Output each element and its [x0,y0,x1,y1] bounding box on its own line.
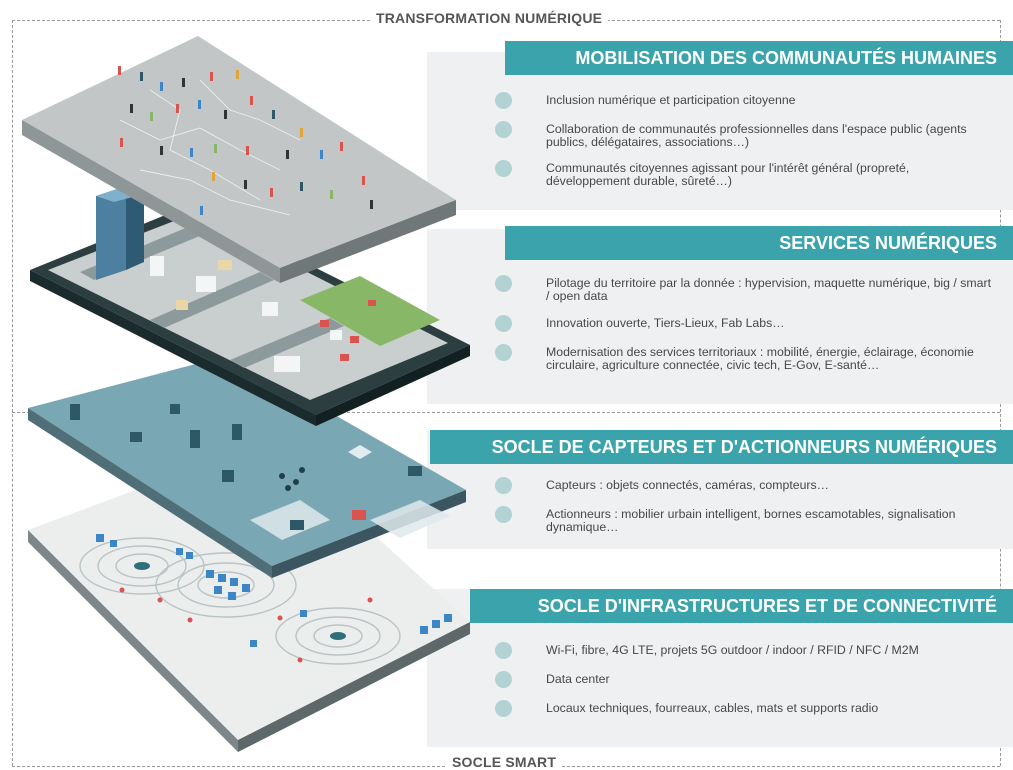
list-item: Capteurs : objets connectés, caméras, co… [495,477,993,494]
section-title-communities: MOBILISATION DES COMMUNAUTÉS HUMAINES [505,41,1013,75]
bullet-dot [495,506,512,523]
section-title-sensors: SOCLE DE CAPTEURS ET D'ACTIONNEURS NUMÉR… [430,430,1013,464]
bullet-dot [495,92,512,109]
bullet-dot [495,700,512,717]
bullet-dot [495,477,512,494]
bullets-infrastructure: Wi-Fi, fibre, 4G LTE, projets 5G outdoor… [495,642,993,725]
top-frame-label: TRANSFORMATION NUMÉRIQUE [370,10,609,26]
sensors-layer [28,355,466,578]
bullet-dot [495,671,512,688]
bullet-dot [495,121,512,138]
section-title-services: SERVICES NUMÉRIQUES [505,226,1013,260]
bullet-dot [495,275,512,292]
list-item: Inclusion numérique et participation cit… [495,92,993,109]
list-item: Wi-Fi, fibre, 4G LTE, projets 5G outdoor… [495,642,993,659]
list-item: Locaux techniques, fourreaux, cables, ma… [495,700,993,717]
list-item: Communautés citoyennes agissant pour l'i… [495,160,993,188]
list-item: Collaboration de communautés professionn… [495,121,993,149]
bullets-sensors: Capteurs : objets connectés, caméras, co… [495,477,993,542]
list-item: Innovation ouverte, Tiers-Lieux, Fab Lab… [495,315,993,332]
frame-left-border [12,20,13,766]
frame-divider [12,412,1000,413]
bullets-services: Pilotage du territoire par la donnée : h… [495,275,993,380]
bullet-dot [495,642,512,659]
list-item: Pilotage du territoire par la donnée : h… [495,275,993,303]
list-item: Modernisation des services territoriaux … [495,344,993,372]
bullets-communities: Inclusion numérique et participation cit… [495,92,993,196]
bullet-dot [495,160,512,177]
infrastructure-layer [28,440,470,752]
bullet-dot [495,315,512,332]
city-layer [30,186,470,426]
communities-layer [22,36,456,283]
bottom-frame-label: SOCLE SMART [446,754,563,770]
panel-communities [427,52,1013,210]
bullet-dot [495,344,512,361]
list-item: Actionneurs : mobilier urbain intelligen… [495,506,993,534]
section-title-infrastructure: SOCLE D'INFRASTRUCTURES ET DE CONNECTIVI… [470,589,1013,623]
list-item: Data center [495,671,993,688]
